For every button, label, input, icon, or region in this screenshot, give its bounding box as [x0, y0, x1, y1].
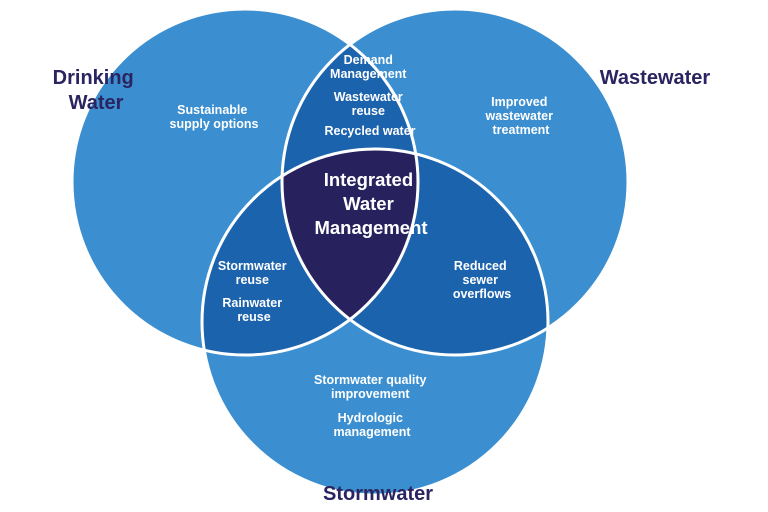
stormwater-label: Stormwater — [323, 483, 433, 505]
stormwater-region-text: Stormwater quality improvement Hydrologi… — [314, 373, 430, 439]
wastewater-stormwater-text: Reduced sewer overflows — [453, 259, 511, 301]
wastewater-label: Wastewater — [600, 67, 711, 89]
stormwater-outline — [200, 147, 550, 497]
drinking-water-label: Drinking Water — [53, 67, 140, 114]
drinking-stormwater-text: Stormwater reuse Rainwater reuse — [218, 259, 290, 324]
drinking-water-outline — [70, 7, 420, 357]
wastewater-outline — [280, 7, 630, 357]
center-text: Integrated Water Management — [314, 169, 427, 238]
wastewater-region-text: Improved wastewater treatment — [485, 95, 557, 137]
drinking-wastewater-text: Demand Management Wastewater reuse Recyc… — [324, 53, 415, 138]
drinking-region-text: Sustainable supply options — [170, 103, 259, 131]
